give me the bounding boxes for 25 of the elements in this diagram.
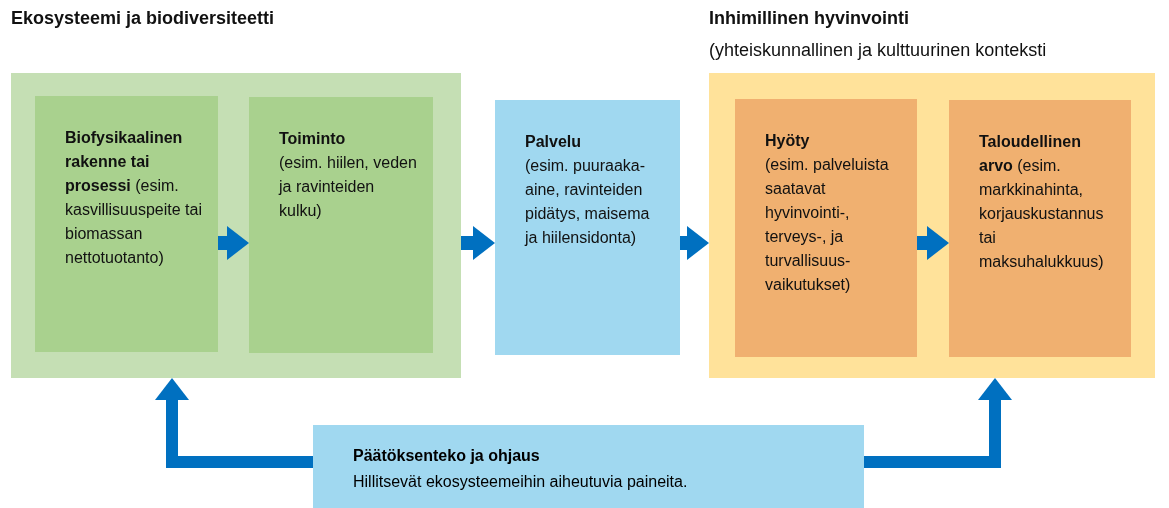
process-box	[949, 100, 1131, 357]
group-heading: Inhimillinen hyvinvointi	[709, 8, 909, 29]
box-title: Palvelu	[525, 132, 583, 152]
group-heading: Ekosysteemi ja biodiversiteetti	[11, 8, 275, 29]
box-title: Päätöksenteko ja ohjaus	[353, 446, 541, 466]
arrow	[218, 226, 249, 260]
box-description: Hillitsevät ekosysteemeihin aiheutuvia paineita.	[353, 472, 689, 492]
arrow	[461, 226, 495, 260]
box-description: (esim. puuraaka-aine, ravinteiden pidätys, maisema ja hiilensidonta)	[525, 156, 651, 248]
group-subheading: (yhteiskunnallinen ja kulttuurinen konteksti	[709, 40, 1047, 61]
process-box	[313, 425, 864, 508]
box-description: Biofysikaalinen rakenne tai prosessi (esim. kasvillisuuspeite tai biomassan nettotuotanto)	[65, 128, 202, 268]
box-title: Toiminto	[279, 129, 347, 149]
process-box	[249, 97, 433, 353]
arrow	[155, 378, 313, 468]
arrow	[864, 378, 1012, 468]
process-box	[735, 99, 917, 357]
box-description: Taloudellinen arvo (esim. markkinahinta, korjauskustannus tai maksuhalukkuus)	[979, 132, 1105, 272]
process-box	[495, 100, 680, 355]
arrow	[917, 226, 949, 260]
arrow	[680, 226, 709, 260]
box-description: (esim. palveluista saatavat hyvinvointi-, terveys-, ja turvallisuus-vaikutukset)	[765, 155, 890, 295]
box-description: (esim. hiilen, veden ja ravinteiden kulku)	[279, 153, 417, 221]
box-title: Hyöty	[765, 131, 811, 151]
process-box	[35, 96, 218, 352]
